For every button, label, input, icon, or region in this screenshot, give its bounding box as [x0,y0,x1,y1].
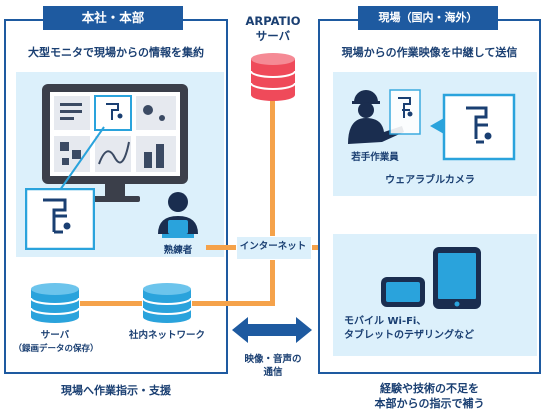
worker-label: 若手作業員 [351,152,399,163]
headquarters-headline: 大型モニタで現場からの情報を集約 [28,46,204,59]
connector-expert-to-internet [206,245,240,250]
server-sub-label: （録画データの保存） [13,344,99,354]
expert-person-icon [158,192,198,238]
connector-db-to-db [80,301,142,306]
bidirectional-arrow-icon [232,317,312,343]
internet-label: インターネット [239,241,307,252]
wearable-camera-view-icon [430,93,516,161]
connector-db-to-trunk [192,301,274,306]
connector-server-trunk [270,98,275,306]
internet-badge [236,236,312,260]
headquarters-title: 本社・本部 [43,6,183,30]
mobile-label-line2: タブレットのテザリングなど [344,330,474,341]
tablet-icon [433,247,481,309]
expert-label: 熟練者 [163,245,193,256]
field-footer-line2: 本部からの指示で補う [374,397,485,410]
arpatio-title: ARPATIO [245,14,301,28]
mobile-label-line1: モバイル Wi-Fi、 [344,316,427,327]
enlarged-video-tile-icon [25,188,95,250]
field-footer-line1: 経験や技術の不足を [380,382,479,395]
server-label: サーバ [40,330,70,341]
field-headline: 現場からの作業映像を中継して送信 [341,46,518,59]
mobile-wifi-icon [381,277,425,307]
headquarters-footer: 現場へ作業指示・支援 [61,384,171,397]
stream-label-line2: 通信 [263,367,283,378]
server-database-icon [30,283,80,323]
field-title: 現場（国内・海外） [358,6,498,30]
young-worker-icon [348,89,421,144]
arpatio-subtitle: サーバ [255,29,291,43]
arpatio-server-icon [250,53,296,101]
stream-label-line1: 映像・音声の [244,354,302,365]
camera-label: ウェアラブルカメラ [385,175,475,186]
network-database-icon [142,283,192,323]
network-label: 社内ネットワーク [128,330,205,341]
